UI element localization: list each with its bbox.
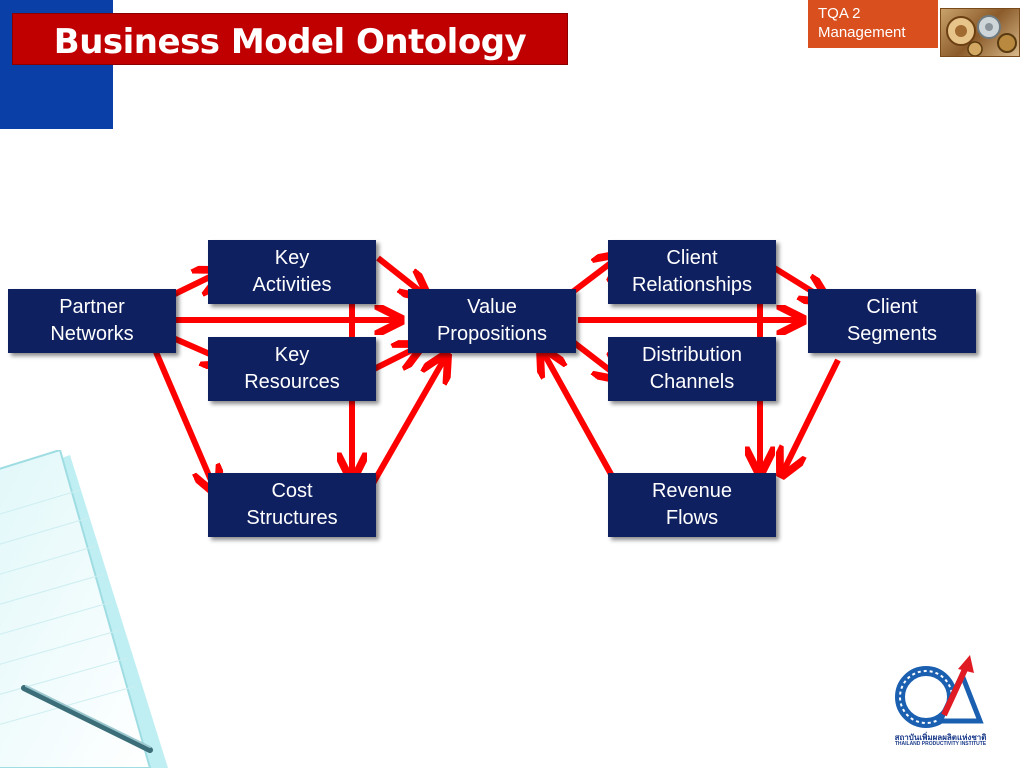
arrow-cost-structures-to-value-propositions: [365, 356, 446, 494]
title-bar: Business Model Ontology: [12, 13, 568, 65]
tpi-logo-mark: [895, 655, 984, 728]
node-label: Partner Networks: [50, 296, 134, 345]
node-label: Client Relationships: [631, 247, 753, 296]
logo-english-text: THAILAND PRODUCTIVITY INSTITUTE: [894, 741, 987, 747]
arrow-revenue-flows-to-value-propositions: [542, 350, 625, 496]
tpi-logo: สถาบันเพิ่มผลผลิตแห่งชาติ THAILAND PRODU…: [888, 655, 993, 750]
node-key-resources: Key Resources: [208, 337, 376, 401]
node-label: Client Segments: [846, 296, 938, 345]
tqa-badge-text: TQA 2 Management: [818, 5, 906, 41]
node-client-segments: Client Segments: [808, 289, 976, 353]
slide-title: Business Model Ontology: [53, 22, 527, 62]
node-key-activities: Key Activities: [208, 240, 376, 304]
node-cost-structures: Cost Structures: [208, 473, 376, 537]
node-distribution-channels: Distribution Channels: [608, 337, 776, 401]
notepad-pen-graphic: [0, 450, 168, 768]
node-label: Distribution Channels: [641, 344, 743, 393]
arrow-partner-networks-to-cost-structures: [147, 336, 216, 492]
node-label: Cost Structures: [246, 480, 338, 529]
node-label: Revenue Flows: [651, 480, 733, 529]
node-value-propositions: Value Propositions: [408, 289, 576, 353]
node-label: Value Propositions: [436, 296, 548, 345]
node-partner-networks: Partner Networks: [8, 289, 176, 353]
gears-photo: [940, 8, 1020, 57]
node-client-relationships: Client Relationships: [608, 240, 776, 304]
tqa-badge: TQA 2 Management: [808, 0, 938, 48]
node-label: Key Activities: [252, 247, 332, 296]
node-label: Key Resources: [244, 344, 340, 393]
node-revenue-flows: Revenue Flows: [608, 473, 776, 537]
logo-thai-text: สถาบันเพิ่มผลผลิตแห่งชาติ: [894, 733, 987, 742]
arrow-client-segments-to-revenue-flows: [782, 358, 841, 474]
